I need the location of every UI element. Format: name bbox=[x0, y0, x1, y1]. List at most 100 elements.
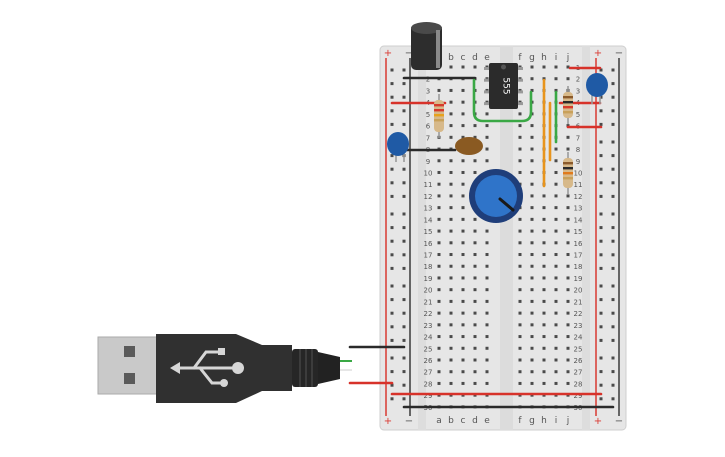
hole bbox=[542, 335, 546, 339]
rail-label: − bbox=[405, 48, 413, 59]
usb-symbol-circle bbox=[220, 379, 228, 387]
rail-hole bbox=[611, 212, 615, 216]
capacitor-stripe bbox=[436, 30, 440, 68]
row-number: 11 bbox=[574, 181, 583, 189]
hole bbox=[554, 288, 558, 292]
rail-hole bbox=[390, 298, 394, 302]
row-number: 20 bbox=[574, 287, 583, 295]
hole bbox=[437, 276, 441, 280]
hole bbox=[485, 381, 489, 385]
hole bbox=[461, 323, 465, 327]
row-number: 17 bbox=[574, 252, 583, 260]
hole bbox=[530, 264, 534, 268]
hole bbox=[437, 159, 441, 163]
ic-pin bbox=[518, 78, 523, 82]
rail-hole bbox=[402, 109, 406, 113]
rail-hole bbox=[390, 167, 394, 171]
hole bbox=[473, 381, 477, 385]
hole bbox=[449, 241, 453, 245]
hole bbox=[437, 253, 441, 257]
rail-hole bbox=[611, 95, 615, 99]
hole bbox=[461, 65, 465, 69]
column-label: j bbox=[566, 53, 570, 63]
rail-hole bbox=[611, 311, 615, 315]
resistor-band bbox=[563, 96, 573, 99]
hole bbox=[542, 241, 546, 245]
hole bbox=[449, 288, 453, 292]
hole bbox=[518, 135, 522, 139]
row-number: 24 bbox=[424, 334, 433, 342]
hole bbox=[485, 135, 489, 139]
rail-hole bbox=[402, 239, 406, 243]
row-number: 8 bbox=[576, 146, 580, 154]
hole bbox=[449, 276, 453, 280]
hole bbox=[518, 159, 522, 163]
hole bbox=[449, 311, 453, 315]
hole bbox=[530, 311, 534, 315]
hole bbox=[437, 194, 441, 198]
wires bbox=[348, 66, 615, 409]
hole bbox=[461, 159, 465, 163]
hole bbox=[485, 358, 489, 362]
rail-hole bbox=[390, 325, 394, 329]
hole bbox=[485, 276, 489, 280]
rail-label: − bbox=[615, 48, 623, 59]
hole bbox=[530, 381, 534, 385]
hole bbox=[518, 335, 522, 339]
hole bbox=[530, 206, 534, 210]
rail-label: + bbox=[384, 416, 392, 427]
column-label: j bbox=[566, 416, 570, 426]
hole bbox=[566, 381, 570, 385]
left-rail-gap bbox=[418, 46, 426, 430]
hole bbox=[518, 241, 522, 245]
row-number: 14 bbox=[574, 216, 583, 224]
hole bbox=[518, 264, 522, 268]
hole bbox=[473, 217, 477, 221]
rail-hole bbox=[402, 181, 406, 185]
hole bbox=[449, 346, 453, 350]
hole bbox=[473, 241, 477, 245]
rail-hole bbox=[402, 253, 406, 257]
rail-hole bbox=[611, 383, 615, 387]
hole bbox=[566, 124, 570, 128]
hole bbox=[437, 217, 441, 221]
rail-hole bbox=[390, 284, 394, 288]
rail-hole bbox=[599, 397, 603, 401]
hole bbox=[461, 229, 465, 233]
resistor-band bbox=[563, 106, 573, 109]
usb-contact-slot bbox=[124, 346, 135, 357]
hole bbox=[485, 335, 489, 339]
hole bbox=[437, 335, 441, 339]
hole bbox=[566, 217, 570, 221]
hole bbox=[449, 335, 453, 339]
hole bbox=[530, 159, 534, 163]
hole bbox=[518, 381, 522, 385]
hole bbox=[449, 358, 453, 362]
resistor-band bbox=[434, 109, 444, 112]
hole bbox=[449, 299, 453, 303]
row-number: 23 bbox=[574, 322, 583, 330]
hole bbox=[554, 323, 558, 327]
rail-label: + bbox=[594, 48, 602, 59]
hole bbox=[461, 217, 465, 221]
usb-symbol-arrow bbox=[170, 362, 180, 374]
rail-hole bbox=[611, 194, 615, 198]
rail-hole bbox=[611, 284, 615, 288]
rail-hole bbox=[390, 397, 394, 401]
hole bbox=[473, 229, 477, 233]
rail-hole bbox=[390, 253, 394, 257]
rail-hole bbox=[390, 122, 394, 126]
hole bbox=[461, 299, 465, 303]
hole bbox=[566, 323, 570, 327]
hole bbox=[518, 358, 522, 362]
rail-hole bbox=[599, 154, 603, 158]
hole bbox=[554, 77, 558, 81]
hole bbox=[485, 323, 489, 327]
column-label: c bbox=[461, 53, 466, 63]
hole bbox=[437, 264, 441, 268]
hole bbox=[554, 253, 558, 257]
row-number: 29 bbox=[424, 392, 433, 400]
rail-hole bbox=[402, 194, 406, 198]
hole bbox=[437, 381, 441, 385]
